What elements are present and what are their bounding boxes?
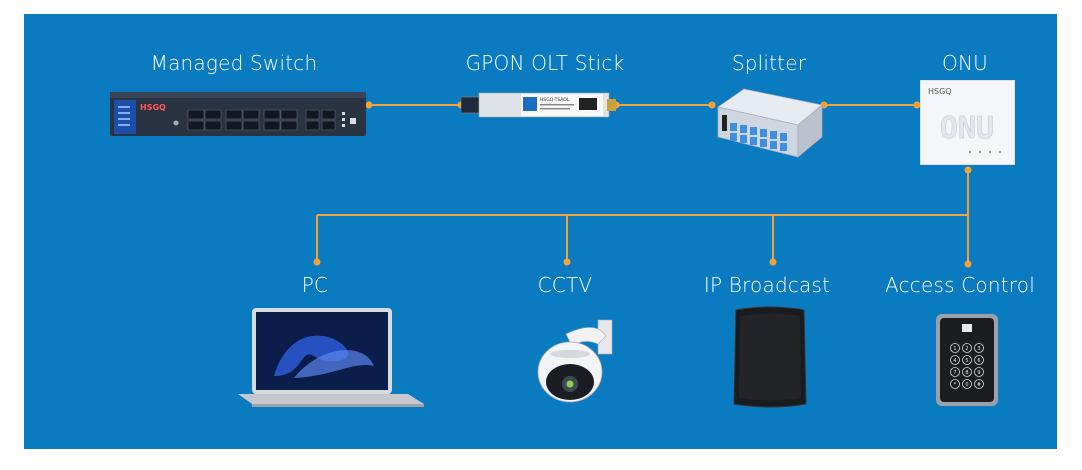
keypad-key: [962, 367, 972, 377]
keypad-key: [974, 379, 984, 389]
keypad-key-label: 4: [953, 358, 956, 364]
keypad-key-label: 0: [965, 382, 968, 388]
sfp-part-text: HSGQ-TSAOL: [540, 97, 570, 103]
network-diagram: Managed Switch GPON OLT Stick Splitter O…: [24, 14, 1057, 449]
keypad-key: [974, 355, 984, 365]
keypad-key-label: 7: [953, 370, 956, 376]
keypad-key: [974, 343, 984, 353]
switch-brand-text: HSGQ: [140, 103, 166, 112]
onu-face-text: ONU: [940, 111, 994, 146]
label-pc: PC: [301, 273, 329, 297]
fiber-splitter-icon: [714, 85, 824, 159]
label-cctv: CCTV: [537, 273, 593, 297]
rack-switch-icon: HSGQ: [110, 90, 366, 138]
keypad-key-label: #: [977, 382, 981, 388]
keypad-key: [962, 343, 972, 353]
label-managed-switch: Managed Switch: [150, 51, 318, 75]
speaker-icon: [730, 306, 810, 410]
dome-camera-icon: [526, 314, 626, 414]
keypad-key: [974, 367, 984, 377]
connection-lines: [313, 101, 972, 268]
sfp-module-icon: HSGQ-TSAOL: [461, 89, 616, 121]
label-gpon-olt-stick: GPON OLT Stick: [465, 51, 625, 75]
onu-brand-text: HSGQ: [928, 87, 952, 96]
keypad-key: [950, 343, 960, 353]
keypad-key-label: 8: [965, 370, 968, 376]
label-access-control: Access Control: [885, 273, 1035, 297]
onu-router-icon: HSGQ ONU: [920, 80, 1015, 165]
keypad-key-label: 2: [965, 346, 968, 352]
label-onu: ONU: [942, 51, 988, 75]
keypad-key-label: 5: [965, 358, 968, 364]
laptop-icon: [234, 306, 424, 408]
keypad-key-label: 1: [953, 346, 956, 352]
label-splitter: Splitter: [731, 51, 807, 75]
keypad-key: [950, 355, 960, 365]
keypad-key: [950, 379, 960, 389]
keypad-key-label: 9: [977, 370, 980, 376]
keypad-key-label: *: [954, 382, 957, 388]
keypad-key: [962, 379, 972, 389]
keypad-key: [962, 355, 972, 365]
keypad-key: [950, 367, 960, 377]
label-ip-broadcast: IP Broadcast: [703, 273, 831, 297]
keypad-icon: 1 2 3 4 5 6 7 8 9 * 0 #: [936, 314, 998, 406]
keypad-key-label: 3: [977, 346, 980, 352]
keypad-key-label: 6: [977, 358, 980, 364]
